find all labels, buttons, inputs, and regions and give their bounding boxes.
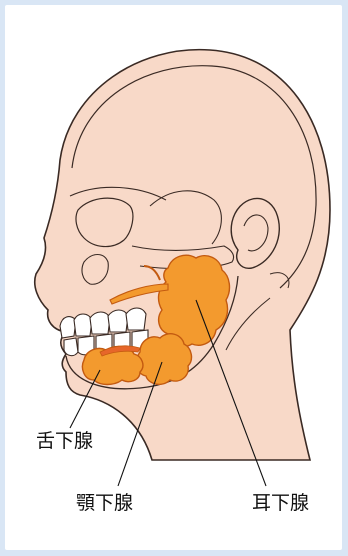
parotid-gland-label: 耳下腺 (252, 488, 309, 515)
sublingual-gland-label: 舌下腺 (36, 426, 93, 453)
submandibular-gland-label: 顎下腺 (76, 488, 133, 515)
head-silhouette (35, 50, 330, 460)
